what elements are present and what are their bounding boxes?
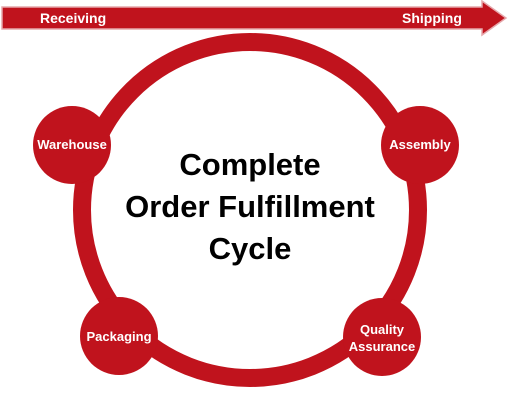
node-label-qa-line-1: Quality <box>359 322 405 337</box>
cycle-title-line-2: Order Fulfillment <box>125 189 375 224</box>
node-assembly <box>381 106 459 184</box>
node-label-warehouse: Warehouse <box>37 137 107 152</box>
node-packaging <box>80 297 158 375</box>
arrow-end-label: Shipping <box>402 10 462 26</box>
cycle-ring <box>73 33 427 387</box>
flow-arrow <box>1 0 508 37</box>
node-label-assembly: Assembly <box>389 137 451 152</box>
node-label-quality-assurance: Quality Assurance <box>341 321 423 355</box>
node-warehouse <box>33 106 111 184</box>
node-label-packaging: Packaging <box>86 329 152 344</box>
node-quality-assurance <box>343 298 421 376</box>
arrow-start-label: Receiving <box>40 10 107 26</box>
node-label-qa-line-2: Assurance <box>348 339 416 354</box>
cycle-title: Complete Order Fulfillment Cycle <box>100 144 400 270</box>
cycle-title-line-1: Complete <box>179 147 321 182</box>
cycle-title-line-3: Cycle <box>208 231 292 266</box>
